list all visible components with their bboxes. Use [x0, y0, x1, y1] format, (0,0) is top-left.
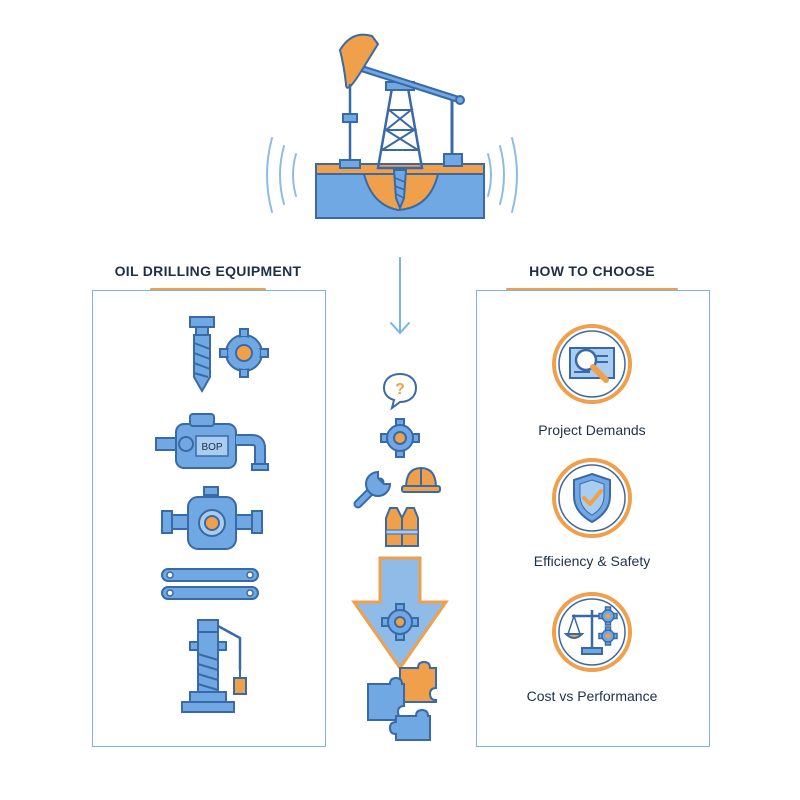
- derrick-hoist-icon: [181, 619, 247, 713]
- left-panel-title-underline: [150, 288, 266, 291]
- magnifier-document-icon: [552, 324, 632, 404]
- wrench-icon: [353, 470, 392, 509]
- right-panel-title-underline: [506, 288, 678, 291]
- safety-vest-icon: [385, 507, 419, 547]
- left-panel-title: OIL DRILLING EQUIPMENT: [114, 263, 302, 279]
- question-mark: ?: [395, 381, 405, 398]
- signal-waves-right-icon: [487, 137, 518, 213]
- question-bubble-icon: ?: [382, 372, 418, 411]
- valve-icon: [161, 486, 263, 550]
- bop-label: BOP: [201, 442, 222, 453]
- bop-unit-icon: BOP: [155, 413, 269, 471]
- puzzle-icon: [367, 660, 437, 741]
- down-arrow-gear-icon: [351, 556, 449, 671]
- criterion-efficiency-safety: Efficiency & Safety: [533, 553, 651, 569]
- hard-hat-icon: [401, 466, 441, 493]
- criterion-cost-vs-performance: Cost vs Performance: [526, 688, 658, 704]
- gear-icon: [380, 418, 420, 458]
- pumpjack-rig-icon: [266, 33, 518, 219]
- shield-check-icon: [552, 458, 632, 538]
- criterion-project-demands: Project Demands: [538, 422, 646, 438]
- scale-gear-icon: [552, 592, 632, 672]
- drill-bit-gear-icon: [189, 316, 269, 394]
- right-panel-title: HOW TO CHOOSE: [529, 263, 655, 279]
- signal-waves-left-icon: [266, 137, 297, 213]
- flow-arrow-icon: [390, 257, 410, 335]
- linkage-icon: [161, 568, 259, 600]
